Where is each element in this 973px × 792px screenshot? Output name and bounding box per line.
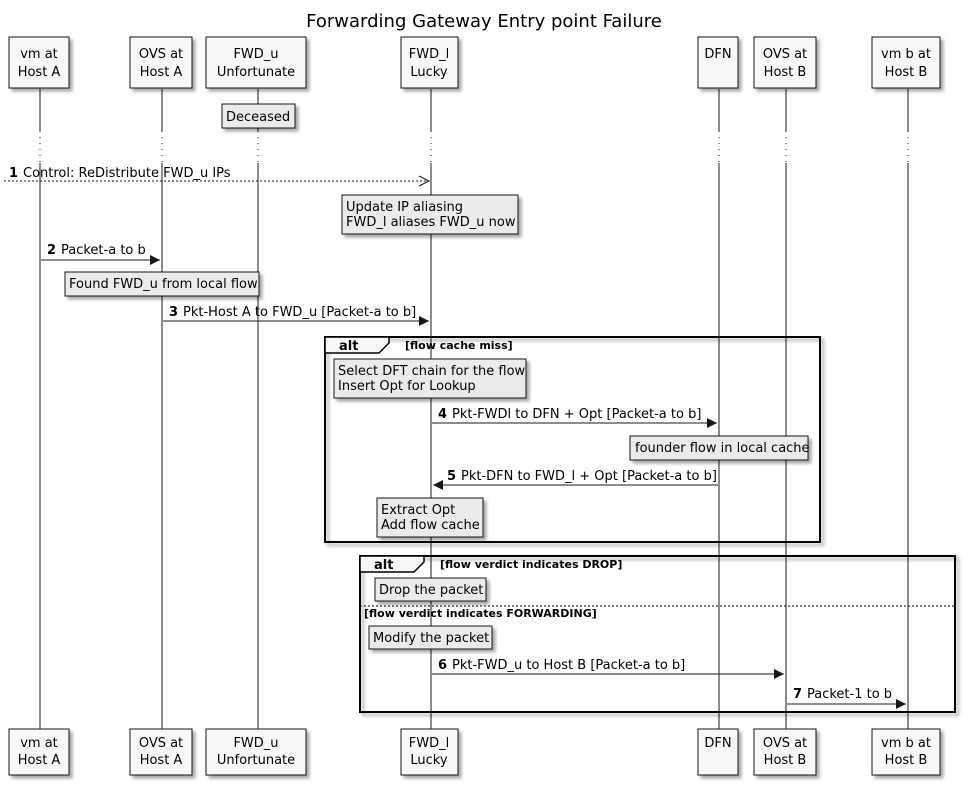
participant-label: vm at <box>20 47 58 62</box>
participant-label: DFN <box>704 736 731 751</box>
participant-label: FWD_u <box>233 736 278 751</box>
participant-fwdl-top: FWD_l Lucky <box>400 36 459 89</box>
participant-dfn-bottom: DFN <box>697 728 739 776</box>
message-1: 1 Control: ReDistribute FWD_u IPs <box>4 166 431 187</box>
fragment-guard: [flow verdict indicates DROP] <box>440 558 622 571</box>
participant-ovsa-top: OVS at Host A <box>129 36 193 89</box>
note-text: Drop the packet <box>379 583 483 598</box>
note-found-fwd: Found FWD_u from local flow <box>64 271 260 297</box>
message-label: Pkt-DFN to FWD_l + Opt [Packet-a to b] <box>461 469 717 484</box>
participant-vmb-bottom: vm b at Host B <box>871 728 941 776</box>
message-label: Pkt-Host A to FWD_u [Packet-a to b] <box>183 305 416 320</box>
message-label: Packet-a to b <box>61 243 146 258</box>
participant-label: DFN <box>704 47 731 62</box>
note-update-ip: Update IP aliasing FWD_l aliases FWD_u n… <box>341 194 519 235</box>
participant-label: Host A <box>140 65 183 80</box>
participant-label: Host A <box>140 753 183 768</box>
participant-fwdu-bottom: FWD_u Unfortunate <box>205 728 307 776</box>
participant-label: Unfortunate <box>217 753 295 768</box>
note-select-dft: Select DFT chain for the flow Insert Opt… <box>333 358 527 399</box>
note-text: Extract Opt <box>381 503 455 518</box>
message-number: 2 <box>47 243 56 258</box>
fragment-alt-verdict: alt [flow verdict indicates DROP] [flow … <box>359 555 956 713</box>
participant-label: vm at <box>20 736 58 751</box>
participant-ovsa-bottom: OVS at Host A <box>129 728 193 776</box>
participant-vmb-top: vm b at Host B <box>871 36 941 89</box>
note-text: Found FWD_u from local flow <box>69 277 258 292</box>
message-label: Packet-1 to b <box>807 687 892 702</box>
participant-label: Host A <box>18 753 61 768</box>
message-5: 5 Pkt-DFN to FWD_l + Opt [Packet-a to b] <box>433 469 718 490</box>
note-text: Update IP aliasing <box>346 200 463 215</box>
note-text: Insert Opt for Lookup <box>338 379 476 394</box>
message-7: 7 Packet-1 to b <box>787 687 906 709</box>
message-label: Pkt-FWDl to DFN + Opt [Packet-a to b] <box>452 407 701 422</box>
participant-label: Host B <box>885 65 928 80</box>
note-drop: Drop the packet <box>374 577 487 602</box>
participant-vma-bottom: vm at Host A <box>8 728 70 776</box>
participant-label: Host B <box>885 753 928 768</box>
note-text: founder flow in local cache <box>635 441 810 456</box>
fragment-alt-cache-miss: alt [flow cache miss] <box>324 336 821 543</box>
participant-label: FWD_l <box>409 736 449 751</box>
fragment-keyword: alt <box>374 558 393 573</box>
fragment-keyword: alt <box>339 339 358 354</box>
diagram-title: Forwarding Gateway Entry point Failure <box>306 11 662 32</box>
note-text: FWD_l aliases FWD_u now <box>346 215 516 230</box>
note-modify: Modify the packet <box>368 625 493 650</box>
message-3: 3 Pkt-Host A to FWD_u [Packet-a to b] <box>163 305 429 326</box>
note-text: Select DFT chain for the flow <box>338 364 526 379</box>
participant-label: Host A <box>18 65 61 80</box>
participant-label: OVS at <box>763 736 807 751</box>
message-label: Control: ReDistribute FWD_u IPs <box>23 166 231 181</box>
participant-label: Host B <box>764 65 807 80</box>
message-number: 3 <box>169 305 178 320</box>
participant-label: Lucky <box>410 753 447 768</box>
participant-label: Lucky <box>410 65 447 80</box>
lifelines <box>39 89 909 729</box>
participant-dfn-top: DFN <box>697 36 739 89</box>
participant-label: vm b at <box>881 736 931 751</box>
note-text: Modify the packet <box>373 631 489 646</box>
message-4: 4 Pkt-FWDl to DFN + Opt [Packet-a to b] <box>432 407 717 428</box>
participant-label: OVS at <box>763 47 807 62</box>
participant-label: vm b at <box>881 47 931 62</box>
participant-fwdu-top: FWD_u Unfortunate <box>205 36 307 89</box>
message-number: 5 <box>447 469 456 484</box>
participant-fwdl-bottom: FWD_l Lucky <box>400 728 459 776</box>
message-number: 4 <box>438 407 447 422</box>
message-6: 6 Pkt-FWD_u to Host B [Packet-a to b] <box>432 658 784 679</box>
note-extract: Extract Opt Add flow cache <box>376 497 484 538</box>
participant-label: FWD_u <box>233 47 278 62</box>
message-2: 2 Packet-a to b <box>41 243 160 265</box>
participant-vma-top: vm at Host A <box>8 36 70 89</box>
participant-label: OVS at <box>139 736 183 751</box>
note-founder: founder flow in local cache <box>629 435 810 461</box>
fragment-else-guard: [flow verdict indicates FORWARDING] <box>364 607 597 620</box>
note-text: Add flow cache <box>381 518 480 533</box>
participant-ovsb-top: OVS at Host B <box>753 36 817 89</box>
participant-label: OVS at <box>139 47 183 62</box>
message-number: 7 <box>793 687 802 702</box>
participant-label: Unfortunate <box>217 65 295 80</box>
message-number: 6 <box>438 658 447 673</box>
participant-label: FWD_l <box>409 47 449 62</box>
message-number: 1 <box>9 166 18 181</box>
fragment-guard: [flow cache miss] <box>405 339 513 352</box>
note-text: Deceased <box>226 110 290 125</box>
note-deceased: Deceased <box>221 103 296 129</box>
message-label: Pkt-FWD_u to Host B [Packet-a to b] <box>452 658 685 673</box>
participant-ovsb-bottom: OVS at Host B <box>753 728 817 776</box>
participant-label: Host B <box>764 753 807 768</box>
